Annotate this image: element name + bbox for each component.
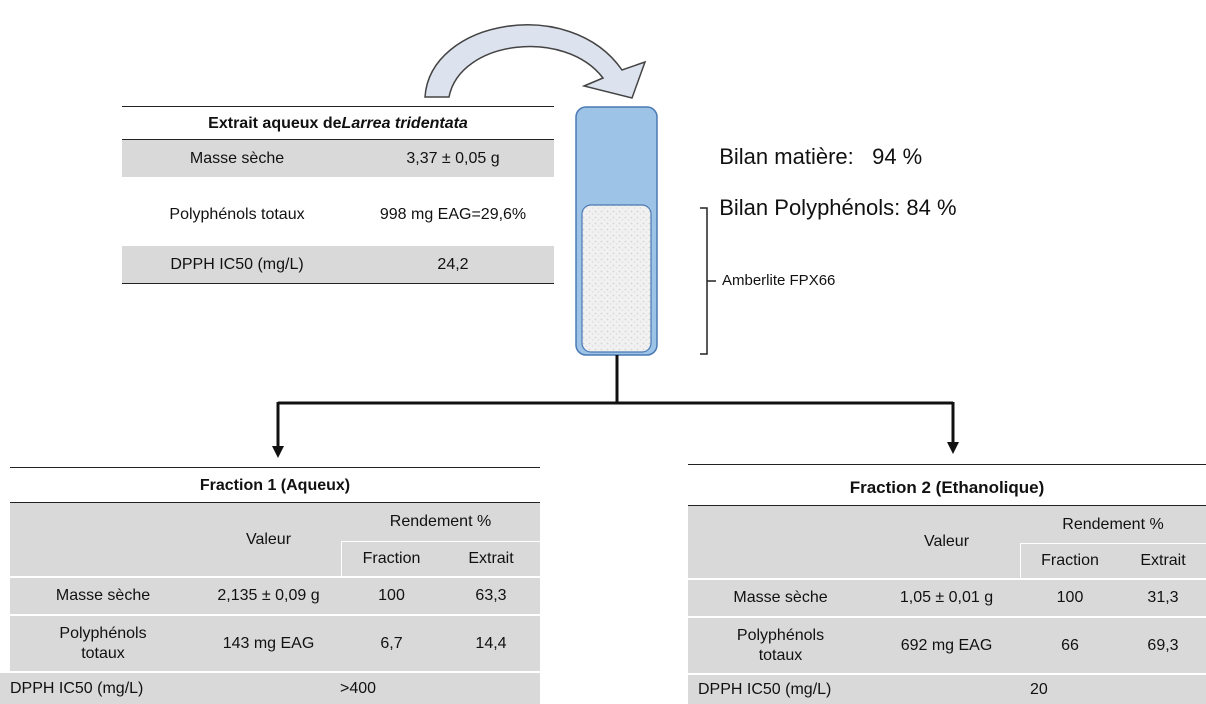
fraction-1-title: Fraction 1 (Aqueux) xyxy=(199,477,351,494)
extract-row-masse-value: 3,37 ± 0,05 g xyxy=(406,149,500,167)
fraction-2-row-poly-bg xyxy=(688,618,1206,673)
extract-row-polyphenols-label: Polyphénols totaux xyxy=(169,205,305,223)
fraction-2-header-valeur: Valeur xyxy=(923,533,970,550)
fraction-2-row-masse-bg xyxy=(688,580,1206,616)
bilan-polyphenols-value: 84 % xyxy=(906,195,957,220)
resin-bed xyxy=(581,204,652,353)
extract-row-masse-bg xyxy=(122,140,554,177)
bilan-polyphenols: Bilan Polyphénols: 84 % xyxy=(707,169,957,221)
curved-arrow-icon xyxy=(424,24,647,99)
extract-title-prefix: Extrait aqueux de xyxy=(208,115,342,132)
fraction-2-masse-valeur: 1,05 ± 0,01 g xyxy=(899,589,994,606)
fraction-1-poly-extrait: 14,4 xyxy=(475,634,507,652)
extract-row-masse-label: Masse sèche xyxy=(189,149,285,167)
fraction-1-row-masse-bg xyxy=(10,578,540,614)
fraction-2-header-fraction: Fraction xyxy=(1041,552,1099,569)
extract-row-dpph-bg xyxy=(122,246,554,283)
fraction-2-dpph-value: 20 xyxy=(1030,680,1048,698)
fraction-2-poly-label: Polyphénols totaux xyxy=(736,626,825,664)
fraction-1-dpph-value: >400 xyxy=(340,679,377,697)
fraction-1-masse-label: Masse sèche xyxy=(55,587,151,604)
resin-bracket xyxy=(700,207,708,355)
fraction-2-masse-extrait: 31,3 xyxy=(1147,589,1179,606)
fraction-2-poly-valeur: 692 mg EAG xyxy=(900,636,993,654)
fraction-2-header-bg xyxy=(688,506,1206,578)
fraction-1-dpph-label: DPPH IC50 (mg/L) xyxy=(10,679,144,697)
fraction-2-header-extrait: Extrait xyxy=(1140,552,1186,569)
fraction-1-poly-valeur: 143 mg EAG xyxy=(222,634,315,652)
fraction-1-header-bg xyxy=(10,503,540,576)
resin-label: Amberlite FPX66 xyxy=(722,272,836,289)
bilan-matiere-value: 94 % xyxy=(872,144,923,169)
fraction-2-poly-extrait: 69,3 xyxy=(1147,636,1179,654)
right-arrowhead-icon xyxy=(947,442,959,454)
fraction-1-header-fraction: Fraction xyxy=(362,550,421,567)
bilan-matiere: Bilan matière: 94 % xyxy=(707,118,922,170)
fraction-1-header-rendement: Rendement % xyxy=(389,513,492,530)
fraction-1-masse-valeur: 2,135 ± 0,09 g xyxy=(217,587,320,604)
fraction-1-masse-fraction: 100 xyxy=(378,587,405,604)
fraction-1-masse-extrait: 63,3 xyxy=(475,587,507,604)
bilan-matiere-label: Bilan matière: xyxy=(719,144,854,169)
fraction-1-header-extrait: Extrait xyxy=(468,550,514,567)
fraction-2-masse-fraction: 100 xyxy=(1056,589,1084,606)
fraction-1-header-valeur: Valeur xyxy=(245,530,292,548)
fraction-2-title: Fraction 2 (Ethanolique) xyxy=(849,478,1045,497)
fraction-2-masse-label: Masse sèche xyxy=(733,589,828,606)
fraction-1-row-poly-bg xyxy=(10,616,540,671)
extract-table-title: Extrait aqueux de Larrea tridentata xyxy=(122,110,554,138)
extract-row-dpph-label: DPPH IC50 (mg/L) xyxy=(170,255,304,273)
bilan-polyphenols-label: Bilan Polyphénols: xyxy=(719,195,901,220)
fraction-1-poly-label: Polyphénols totaux xyxy=(59,624,147,662)
fraction-2-header-rendement: Rendement % xyxy=(1062,515,1164,533)
extract-row-dpph-value: 24,2 xyxy=(437,255,469,273)
fraction-2-dpph-label: DPPH IC50 (mg/L) xyxy=(698,680,832,698)
fraction-1-row-dpph-bg xyxy=(0,673,540,704)
extract-row-polyphenols-value: 998 mg EAG=29,6% xyxy=(379,205,527,223)
extract-title-species: Larrea tridentata xyxy=(341,115,468,132)
fraction-1-poly-fraction: 6,7 xyxy=(380,634,403,652)
fraction-2-row-dpph-bg xyxy=(688,675,1206,704)
left-arrowhead-icon xyxy=(272,446,284,458)
fraction-2-poly-fraction: 66 xyxy=(1061,636,1079,654)
